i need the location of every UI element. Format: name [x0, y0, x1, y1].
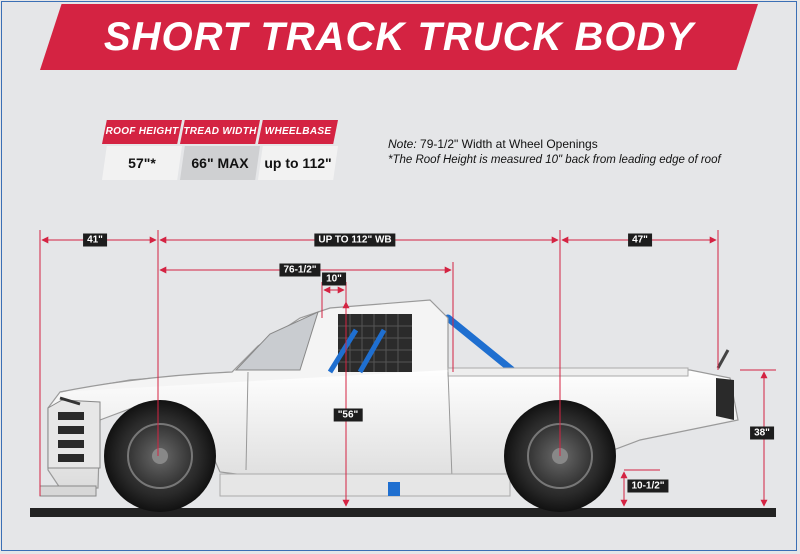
spec-value: 66" MAX [180, 146, 260, 180]
note-prefix: Note: [388, 137, 417, 151]
spec-value: 57"* [102, 146, 182, 180]
title-banner: SHORT TRACK TRUCK BODY DIMENSIONS [40, 4, 758, 70]
roof-measure-label: 10" [322, 272, 346, 286]
spec-wheelbase: WHEELBASE up to 112" [258, 120, 338, 180]
front-wheel [104, 400, 216, 512]
front-overhang-label: 41" [83, 233, 107, 247]
roof-height-note: *The Roof Height is measured 10" back fr… [388, 154, 721, 166]
roof-to-axle-label: 76-1/2" [279, 263, 321, 277]
spec-tread-width: TREAD WIDTH 66" MAX [180, 120, 260, 180]
spec-header: TREAD WIDTH [180, 120, 260, 144]
roof-height-label: "56" [333, 408, 363, 422]
spec-value: up to 112" [258, 146, 338, 180]
spec-header: WHEELBASE [258, 120, 338, 144]
ground-clearance-label: 10-1/2" [627, 479, 669, 493]
spec-header: ROOF HEIGHT [102, 120, 182, 144]
width-note: Note: 79-1/2" Width at Wheel Openings [388, 137, 598, 151]
wheelbase-label: UP TO 112" WB [314, 233, 396, 247]
ground-line [30, 508, 776, 517]
width-note-text: 79-1/2" Width at Wheel Openings [420, 137, 598, 151]
tail-height-label: 38" [750, 426, 774, 440]
rear-overhang-label: 47" [628, 233, 652, 247]
spec-roof-height: ROOF HEIGHT 57"* [102, 120, 182, 180]
page-title: SHORT TRACK TRUCK BODY DIMENSIONS [103, 15, 695, 125]
